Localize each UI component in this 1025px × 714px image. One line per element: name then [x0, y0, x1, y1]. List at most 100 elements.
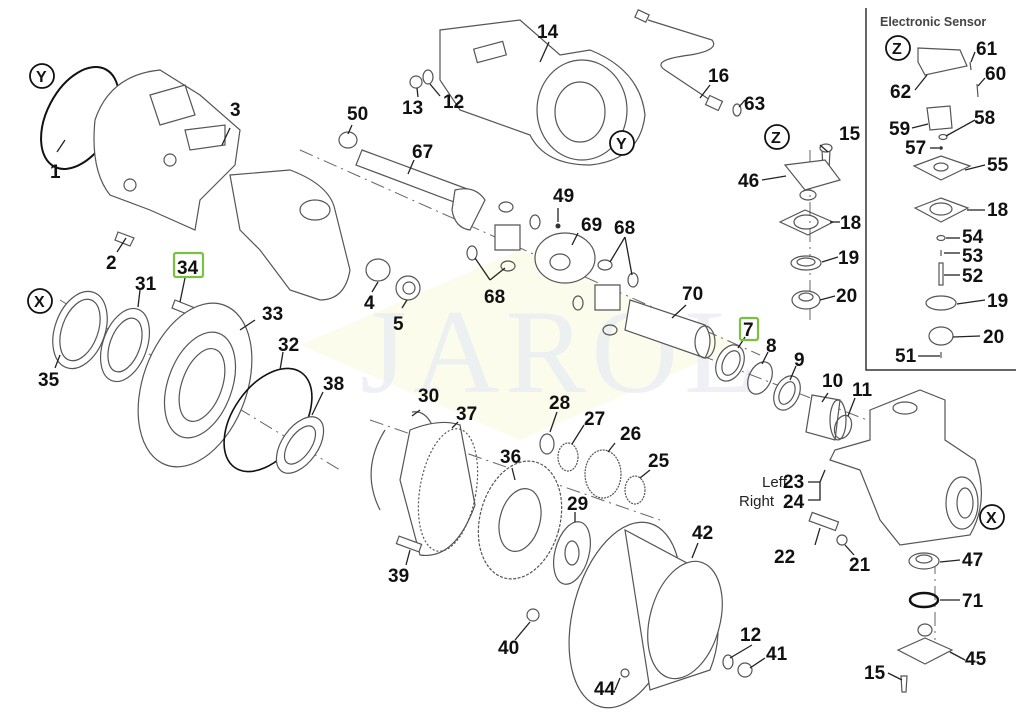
- callout-22[interactable]: 22: [774, 547, 795, 568]
- part-23-24-steering-knuckle[interactable]: [829, 389, 983, 546]
- part-39-pin[interactable]: [395, 535, 423, 553]
- part-69-center-yoke[interactable]: [534, 232, 596, 284]
- inset-part-20-bearing-cone[interactable]: [928, 326, 954, 346]
- callout-2[interactable]: 2: [106, 253, 117, 274]
- callout-16[interactable]: 16: [708, 66, 729, 87]
- part-2-bolt[interactable]: [114, 231, 135, 247]
- part-70-stub-shaft[interactable]: [624, 299, 716, 359]
- inset-callout-61[interactable]: 61: [976, 39, 998, 60]
- callout-50[interactable]: 50: [347, 104, 368, 125]
- callout-28[interactable]: 28: [549, 393, 570, 414]
- inset-callout-19[interactable]: 19: [987, 291, 1008, 312]
- callout-68-right[interactable]: 68: [614, 218, 635, 239]
- part-19-bearing-cup[interactable]: [790, 255, 822, 271]
- callout-36[interactable]: 36: [500, 447, 521, 468]
- callout-29[interactable]: 29: [567, 494, 588, 515]
- inset-callout-58[interactable]: 58: [974, 108, 995, 129]
- callout-47[interactable]: 47: [962, 550, 983, 571]
- callout-21[interactable]: 21: [849, 555, 871, 576]
- inset-callout-18[interactable]: 18: [987, 200, 1008, 221]
- callout-70[interactable]: 70: [682, 284, 703, 305]
- callout-33[interactable]: 33: [262, 304, 283, 325]
- callout-12-top[interactable]: 12: [443, 92, 464, 113]
- callout-41[interactable]: 41: [766, 644, 788, 665]
- part-71-seal[interactable]: [908, 591, 940, 609]
- inset-part-57-pin[interactable]: [939, 146, 943, 150]
- callout-15-top[interactable]: 15: [839, 124, 861, 145]
- part-16-sensor-cable[interactable]: [634, 9, 724, 112]
- callout-32[interactable]: 32: [278, 335, 299, 356]
- callout-39[interactable]: 39: [388, 566, 409, 587]
- part-44-screw[interactable]: [620, 668, 630, 678]
- callout-44[interactable]: 44: [594, 679, 616, 700]
- part-26-planet-gear[interactable]: [584, 449, 622, 499]
- part-13-plug[interactable]: [409, 75, 423, 89]
- part-31-bearing[interactable]: [91, 302, 158, 388]
- part-21-nut[interactable]: [836, 534, 848, 546]
- callout-49[interactable]: 49: [553, 186, 574, 207]
- part-63-o-ring[interactable]: [732, 103, 742, 117]
- part-40-plug[interactable]: [526, 608, 540, 622]
- callout-12-bottom[interactable]: 12: [740, 625, 761, 646]
- part-12-washer-lower[interactable]: [722, 654, 734, 670]
- callout-35[interactable]: 35: [38, 370, 60, 391]
- inset-callout-57[interactable]: 57: [905, 138, 926, 159]
- inset-part-52-rod[interactable]: [938, 262, 944, 286]
- callout-19[interactable]: 19: [838, 248, 859, 269]
- part-37-ring-gear[interactable]: [399, 421, 486, 556]
- part-68-u-joint-cross-b[interactable]: [572, 259, 639, 336]
- inset-part-54-o-ring[interactable]: [936, 234, 946, 242]
- callout-14[interactable]: 14: [537, 22, 559, 43]
- inset-callout-60[interactable]: 60: [985, 64, 1006, 85]
- part-11-snap-ring[interactable]: [831, 413, 854, 441]
- inset-callout-59[interactable]: 59: [889, 119, 910, 140]
- part-18-shim[interactable]: [778, 209, 835, 236]
- callout-71[interactable]: 71: [962, 591, 984, 612]
- part-67-axle-shaft[interactable]: [355, 149, 486, 231]
- part-8-ring[interactable]: [743, 358, 777, 398]
- callout-5[interactable]: 5: [393, 314, 404, 335]
- callout-25[interactable]: 25: [648, 451, 670, 472]
- part-38-bearing[interactable]: [267, 408, 333, 481]
- inset-part-62-sensor-housing[interactable]: [917, 47, 968, 76]
- part-3-axle-housing[interactable]: [93, 69, 241, 231]
- part-12-washer[interactable]: [422, 69, 434, 85]
- callout-27[interactable]: 27: [584, 409, 605, 430]
- inset-callout-54[interactable]: 54: [962, 227, 984, 248]
- inset-callout-62[interactable]: 62: [890, 82, 911, 103]
- part-22-bolt[interactable]: [808, 511, 840, 532]
- part-36-planet-carrier-gear[interactable]: [466, 452, 574, 589]
- part-25-gear[interactable]: [624, 475, 646, 505]
- inset-part-59-sensor[interactable]: [926, 105, 953, 131]
- inset-part-58-o-ring[interactable]: [938, 133, 948, 141]
- inset-part-61-screw[interactable]: [969, 61, 972, 71]
- callout-30[interactable]: 30: [418, 386, 439, 407]
- callout-42[interactable]: 42: [692, 523, 713, 544]
- inset-callout-51[interactable]: 51: [895, 346, 917, 367]
- callout-31[interactable]: 31: [135, 274, 157, 295]
- inset-callout-55[interactable]: 55: [987, 155, 1009, 176]
- callout-3[interactable]: 3: [230, 100, 241, 121]
- callout-63[interactable]: 63: [744, 94, 765, 115]
- part-27-gear[interactable]: [557, 442, 579, 472]
- callout-46[interactable]: 46: [738, 171, 759, 192]
- part-49-grease-fitting[interactable]: [555, 223, 561, 229]
- part-68-u-joint-cross-a[interactable]: [466, 201, 541, 272]
- callout-23[interactable]: 23: [783, 472, 804, 493]
- inset-callout-52[interactable]: 52: [962, 266, 983, 287]
- callout-9[interactable]: 9: [794, 350, 805, 371]
- callout-11[interactable]: 11: [852, 380, 873, 401]
- part-42-hub-cover[interactable]: [550, 510, 734, 714]
- part-41-plug[interactable]: [737, 662, 753, 678]
- callout-13[interactable]: 13: [402, 98, 423, 119]
- callout-7[interactable]: 7: [743, 320, 754, 341]
- inset-part-55-cap[interactable]: [912, 155, 972, 181]
- callout-10[interactable]: 10: [822, 371, 843, 392]
- inset-callout-20[interactable]: 20: [983, 327, 1004, 348]
- part-46-upper-cap[interactable]: [783, 159, 842, 201]
- part-steering-carrier[interactable]: [229, 169, 351, 301]
- part-15-bolt-lower[interactable]: [900, 675, 908, 693]
- part-7-seal[interactable]: [710, 340, 750, 385]
- part-5-bushing[interactable]: [395, 275, 421, 301]
- part-9-seal[interactable]: [769, 372, 806, 415]
